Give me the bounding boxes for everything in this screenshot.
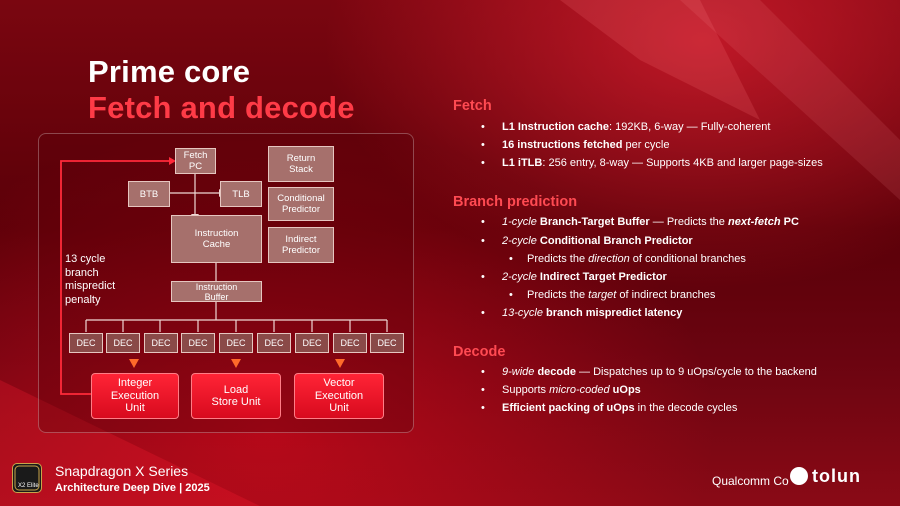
decoder-box: DEC: [370, 333, 404, 353]
decoder-box: DEC: [181, 333, 215, 353]
branch-prediction-heading: Branch prediction: [453, 194, 578, 210]
watermark-circle-icon: [790, 467, 808, 485]
decoder-box: DEC: [144, 333, 178, 353]
diagram-connectors: [60, 157, 388, 395]
integer-execution-unit: Integer Execution Unit: [91, 373, 179, 419]
snapdragon-logo-icon: X2 Elite: [12, 463, 42, 493]
decoder-box: DEC: [257, 333, 291, 353]
decode-item: •Efficient packing of uOps in the decode…: [481, 402, 738, 414]
tlb-box: TLB: [220, 181, 262, 207]
branch-item: •2-cycle Conditional Branch Predictor: [481, 235, 693, 247]
fetch-item: •16 instructions fetched per cycle: [481, 139, 670, 151]
brand-line-1: Snapdragon X Series: [55, 463, 189, 479]
decoder-box: DEC: [69, 333, 103, 353]
conditional-predictor-box: Conditional Predictor: [268, 187, 334, 221]
fetch-heading: Fetch: [453, 98, 492, 114]
company-name: Qualcomm Co: [712, 474, 789, 488]
decode-item: •Supports micro-coded uOps: [481, 384, 641, 396]
mispredict-penalty-label: 13 cycle branch mispredict penalty: [65, 253, 116, 306]
vector-execution-unit: Vector Execution Unit: [294, 373, 384, 419]
decode-item: •9-wide decode — Dispatches up to 9 uOps…: [481, 366, 817, 378]
branch-item: •13-cycle branch mispredict latency: [481, 307, 683, 319]
btb-box: BTB: [128, 181, 170, 207]
title-line-2: Fetch and decode: [88, 90, 355, 125]
fetch-item: •L1 Instruction cache: 192KB, 6-way — Fu…: [481, 121, 771, 133]
title-line-1: Prime core: [88, 54, 251, 89]
logo-text: X2 Elite: [18, 483, 39, 489]
decoder-box: DEC: [295, 333, 329, 353]
decoder-box: DEC: [333, 333, 367, 353]
decode-heading: Decode: [453, 344, 506, 360]
instruction-cache-box: Instruction Cache: [171, 215, 262, 263]
decoder-box: DEC: [106, 333, 140, 353]
return-stack-box: Return Stack: [268, 146, 334, 182]
watermark-text: tolun: [812, 466, 861, 486]
decoder-box: DEC: [219, 333, 253, 353]
fetch-pc-box: Fetch PC: [175, 148, 216, 174]
brand-line-2: Architecture Deep Dive | 2025: [55, 482, 210, 494]
branch-item: •2-cycle Indirect Target Predictor: [481, 271, 667, 283]
branch-subitem: •Predicts the target of indirect branche…: [509, 289, 716, 301]
fetch-decode-diagram: Fetch PC BTB TLB Return Stack Conditiona…: [38, 133, 414, 433]
instruction-buffer-box: Instruction Buffer: [171, 281, 262, 302]
watermark: tolun: [790, 466, 861, 487]
load-store-unit: Load Store Unit: [191, 373, 281, 419]
branch-subitem: •Predicts the direction of conditional b…: [509, 253, 746, 265]
fetch-item: •L1 iTLB: 256 entry, 8-way — Supports 4K…: [481, 157, 823, 169]
indirect-predictor-box: Indirect Predictor: [268, 227, 334, 263]
branch-item: •1-cycle Branch-Target Buffer — Predicts…: [481, 216, 799, 228]
